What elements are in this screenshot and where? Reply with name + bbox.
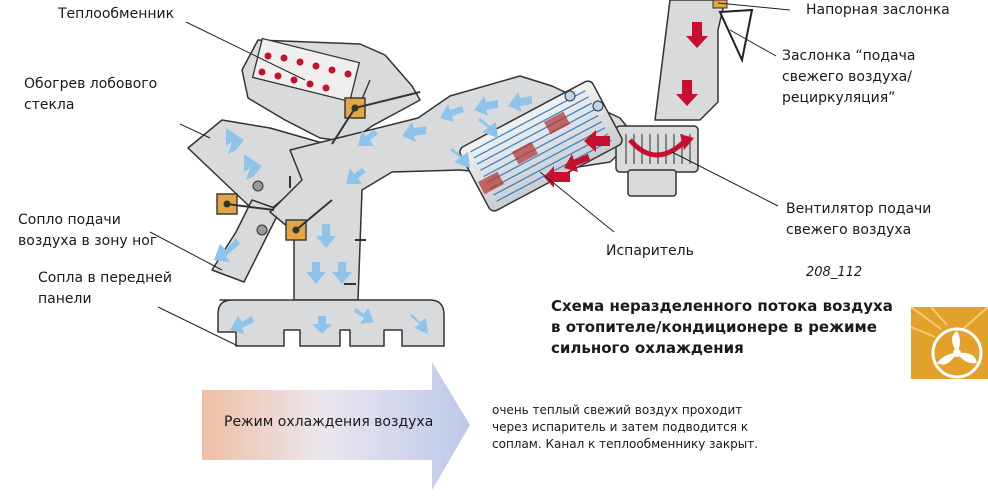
cold-arrow-8 [346, 168, 366, 184]
heat-exchanger [251, 37, 371, 105]
diagram-title: Схема неразделенного потока воздуха в от… [551, 296, 901, 359]
hot-arrow-1 [686, 22, 708, 48]
label-windshield-line2: стекла [24, 97, 75, 113]
mode-label: Режим охлаждения воздуха [224, 414, 434, 430]
leader-recirc [729, 29, 777, 57]
hot-arrow-4 [564, 154, 590, 172]
leader-evaporator [539, 171, 615, 233]
label-front-panel-line2: панели [38, 291, 92, 307]
cold-air-arrows [214, 92, 532, 334]
label-recirc-line2: свежего воздуха/ [782, 69, 912, 85]
cold-arrow-14 [332, 262, 352, 284]
sensor-2 [592, 100, 604, 112]
label-recirc-line3: рециркуляция” [782, 90, 896, 106]
cold-arrow-11 [214, 238, 240, 262]
recirculation-flap [718, 8, 754, 64]
cold-arrow-6 [450, 148, 470, 168]
fan-housing [615, 125, 699, 173]
mode-banner [202, 362, 470, 490]
label-footwell-line2: воздуха в зону ног [18, 233, 158, 249]
cold-arrow-7 [358, 130, 378, 146]
title-line2: в отопителе/кондиционере в режиме [551, 318, 877, 336]
label-recirc-line1: Заслонка “подача [782, 48, 916, 64]
leader-windshield [179, 123, 211, 139]
leader-footwell [149, 231, 223, 271]
cold-arrow-2 [474, 96, 498, 116]
leader-front-panel [157, 306, 239, 347]
hot-arrow-5 [544, 166, 570, 188]
cold-arrow-9 [226, 128, 244, 154]
mode-description: очень теплый свежий воздух проходит чере… [492, 402, 792, 453]
hot-arrow-2 [676, 80, 698, 106]
leader-lines [149, 2, 791, 347]
hot-air-arrows [544, 22, 708, 188]
label-evaporator: Испаритель [606, 243, 694, 259]
leader-pressure-flap [717, 2, 791, 11]
mode-arrow [202, 362, 470, 490]
evap-flow-1 [544, 111, 570, 135]
label-heat-exchanger: Теплообменник [58, 6, 175, 22]
cold-arrow-16 [230, 316, 254, 334]
cold-arrow-12 [316, 224, 336, 248]
label-pressure-flap: Напорная заслонка [806, 2, 950, 18]
cold-arrow-18 [410, 314, 428, 334]
sensor-1 [564, 90, 576, 102]
hot-arrow-3 [584, 130, 610, 152]
cold-arrow-1 [508, 92, 532, 112]
leader-fan [671, 151, 779, 207]
cold-arrow-10 [244, 154, 262, 180]
desc-line1: очень теплый свежий воздух проходит [492, 403, 743, 417]
flaps [216, 0, 754, 285]
evap-flow-2 [512, 141, 538, 165]
desc-line2: через испаритель и затем подводится к [492, 420, 749, 434]
cold-arrow-5 [478, 118, 498, 138]
cold-arrow-15 [312, 316, 332, 334]
fan-outlet [627, 169, 677, 197]
desc-line3: соплам. Канал к теплообменнику закрыт. [492, 437, 759, 451]
evap-flow-3 [478, 171, 504, 195]
title-line1: Схема неразделенного потока воздуха [551, 297, 893, 315]
cold-arrow-13 [306, 262, 326, 284]
cold-arrow-4 [402, 122, 426, 142]
cold-arrow-3 [440, 104, 464, 122]
fresh-air-fan [625, 134, 694, 164]
evaporator [459, 80, 623, 212]
figure-id: 208_112 [806, 265, 863, 280]
label-footwell-line1: Сопло подачи [18, 212, 121, 228]
label-fan-line1: Вентилятор подачи [786, 201, 932, 217]
title-line3: сильного охлаждения [551, 339, 744, 357]
label-windshield-line1: Обогрев лобового [24, 76, 158, 92]
label-front-panel-line1: Сопла в передней [38, 270, 172, 286]
fan-snowflake-icon [911, 307, 988, 379]
front-panel-box [217, 299, 445, 347]
intake-column [654, 0, 726, 121]
label-fan-line2: свежего воздуха [786, 222, 912, 238]
cold-arrow-17 [354, 308, 374, 324]
leader-heat-exchanger [185, 21, 306, 81]
fan-rotation-arrow [628, 138, 688, 158]
